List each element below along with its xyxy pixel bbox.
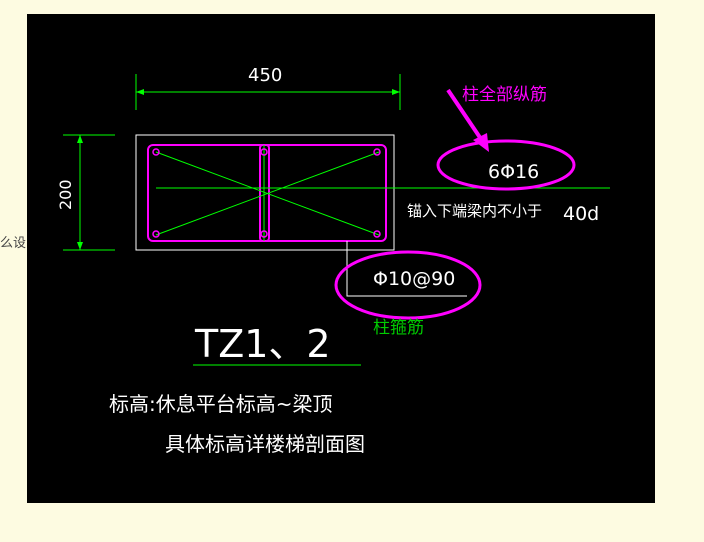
width-dimension-label: 450 (248, 65, 282, 86)
column-outline (135, 134, 395, 251)
column-section-drawing: 450 200 (56, 65, 610, 456)
column-id: TZ1、2 (194, 322, 331, 366)
height-dimension (63, 134, 115, 251)
anchor-note: 锚入下端梁内不小于 (407, 202, 542, 220)
rebar-dot (152, 148, 160, 156)
callout-arrow-shaft (446, 88, 485, 144)
truncated-side-text: 么设 (0, 236, 27, 251)
longitudinal-bars (152, 148, 381, 238)
elevation-note-line2: 具体标高详楼梯剖面图 (165, 432, 365, 456)
rebar-dot (373, 148, 381, 156)
width-dimension (135, 74, 401, 110)
anchor-length: 40d (563, 203, 599, 225)
rebar-cross-lines (155, 145, 610, 241)
callout-stirrup-label: 柱箍筋 (373, 318, 424, 338)
height-dimension-label: 200 (56, 179, 75, 210)
rebar-dot (260, 230, 268, 238)
callout-ellipse-main-rebar (436, 139, 576, 191)
stirrup-leader (346, 241, 467, 297)
rebar-dot (260, 148, 268, 156)
page-top-strip (0, 0, 704, 12)
stirrup-spec: Φ10@90 (373, 268, 455, 290)
callout-longitudinal-label: 柱全部纵筋 (462, 85, 547, 105)
elevation-note-line1: 标高:休息平台标高~梁顶 (109, 392, 333, 416)
main-rebar-spec: 6Φ16 (488, 161, 539, 183)
rebar-dot (373, 230, 381, 238)
cad-drawing-canvas: 450 200 (27, 14, 655, 503)
callout-ellipse-stirrup (334, 250, 482, 320)
rebar-dot (152, 230, 160, 238)
